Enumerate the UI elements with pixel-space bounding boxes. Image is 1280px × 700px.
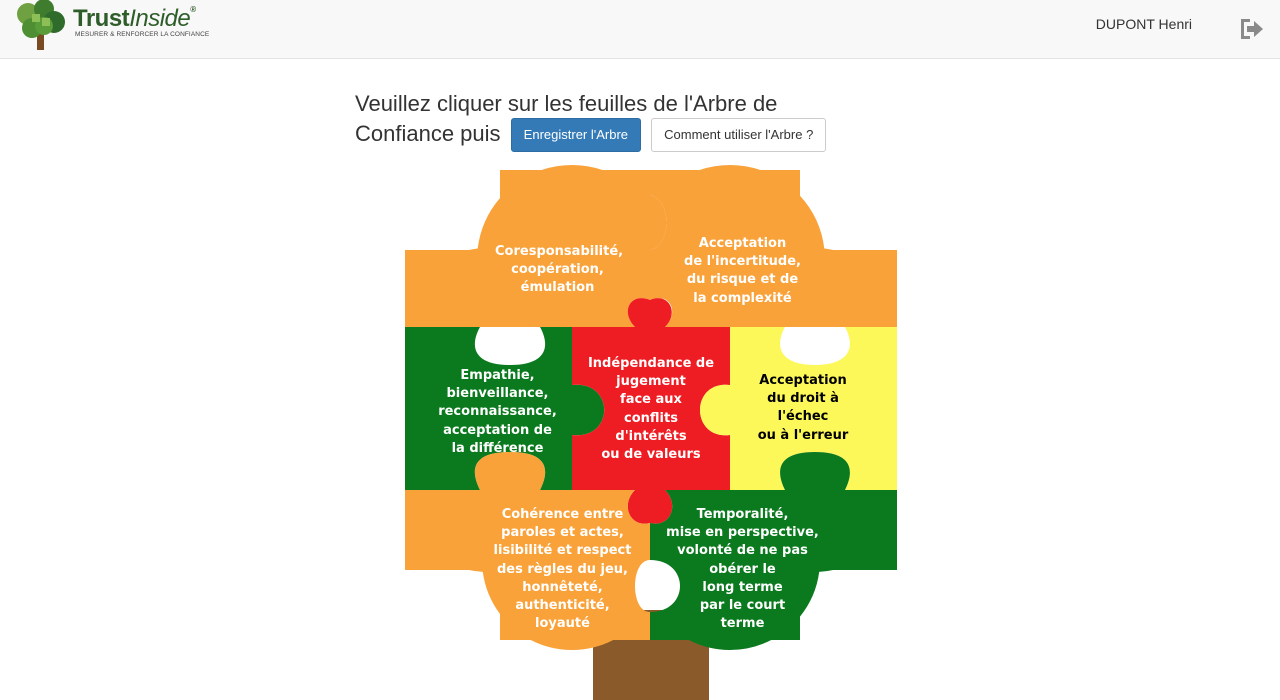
instructions: Veuillez cliquer sur les feuilles de l'A… — [355, 90, 875, 152]
leaf-label-temporalite: Temporalité, mise en perspective, volont… — [666, 507, 819, 632]
leaf-label-coherence: Cohérence entre paroles et actes, lisibi… — [493, 507, 632, 632]
user-name[interactable]: DUPONT Henri — [1095, 16, 1192, 32]
leaf-label-acceptation-echec: Acceptation du droit à l'échec ou à l'er… — [757, 373, 849, 443]
leaf-independance[interactable] — [572, 298, 730, 524]
instructions-text: Veuillez cliquer sur les feuilles de l'A… — [355, 91, 778, 146]
leaf-acceptation-echec[interactable] — [700, 327, 920, 490]
logo-tagline: MESURER & RENFORCER LA CONFIANCE — [75, 31, 210, 38]
leaf-label-independance: Indépendance de jugement face aux confli… — [587, 356, 715, 463]
leaf-empathie[interactable] — [380, 327, 605, 490]
tree-logo-icon — [17, 0, 65, 50]
top-navbar: TrustInside® MESURER & RENFORCER LA CONF… — [0, 0, 1280, 59]
trustinside-logo[interactable]: TrustInside® MESURER & RENFORCER LA CONF… — [14, 0, 209, 52]
leaf-coresponsabilite[interactable] — [380, 150, 667, 327]
save-tree-button[interactable]: Enregistrer l'Arbre — [510, 118, 642, 152]
leaf-label-coresponsabilite: Coresponsabilité, coopération, émulation — [495, 244, 624, 296]
help-button[interactable]: Comment utiliser l'Arbre ? — [651, 118, 827, 152]
logo-name: TrustInside® — [73, 5, 196, 32]
sign-out-icon[interactable] — [1238, 17, 1264, 41]
leaf-label-empathie: Empathie, bienveillance, reconnaissance,… — [438, 368, 557, 456]
leaf-label-acceptation-incertitude: Acceptation de l'incertitude, du risque … — [684, 236, 801, 306]
